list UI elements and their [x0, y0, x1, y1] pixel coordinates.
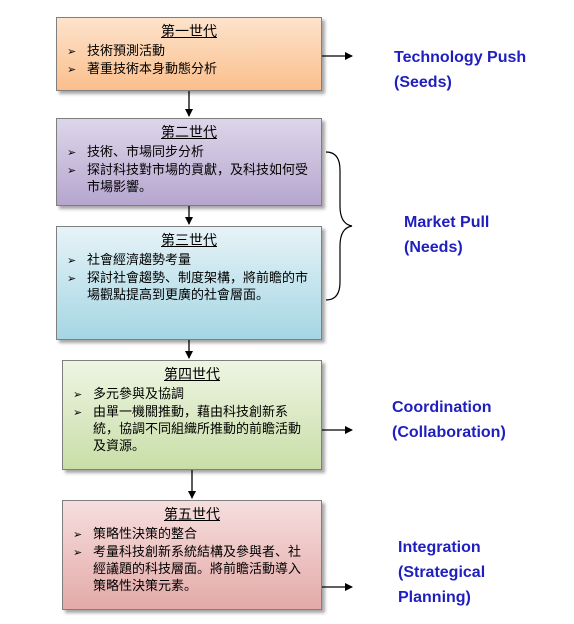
arrowhead-bullet-icon: ➢ [67, 272, 77, 285]
list-item: ➢ 技術、市場同步分析 [67, 145, 205, 160]
generation-title: 第三世代 [161, 233, 217, 249]
arrowhead-bullet-icon: ➢ [73, 528, 83, 541]
arrowhead-bullet-icon: ➢ [67, 164, 77, 177]
grouping-brace [325, 151, 353, 301]
list-item: ➢ 技術預測活動 [67, 44, 166, 59]
generation-title: 第二世代 [161, 125, 217, 141]
arrowhead-bullet-icon: ➢ [67, 146, 77, 159]
list-item: ➢ 策略性決策的整合 [73, 527, 198, 542]
list-item: ➢ 考量科技創新系統結構及參與者、社經議題的科技層面。將前瞻活動導入策略性決策元… [73, 545, 302, 594]
arrowhead-bullet-icon: ➢ [73, 546, 83, 559]
integration-label: Integration (Strategical Planning) [398, 539, 486, 606]
arrowhead-bullet-icon: ➢ [67, 254, 77, 267]
generation-title: 第一世代 [161, 24, 217, 40]
arrowhead-bullet-icon: ➢ [73, 406, 83, 419]
list-item: ➢ 著重技術本身動態分析 [67, 62, 218, 77]
generation-title: 第四世代 [164, 367, 220, 383]
list-item: ➢ 社會經濟趨勢考量 [67, 253, 192, 268]
arrowhead-bullet-icon: ➢ [67, 45, 77, 58]
arrowhead-bullet-icon: ➢ [67, 63, 77, 76]
arrowhead-bullet-icon: ➢ [73, 388, 83, 401]
generation-1-box: 第一世代 ➢ 技術預測活動 ➢ 著重技術本身動態分析 [56, 17, 322, 91]
market-pull-label: Market Pull (Needs) [404, 214, 490, 256]
generation-5-box: 第五世代 ➢ 策略性決策的整合 ➢ 考量科技創新系統結構及參與者、社經議題的科技… [62, 500, 322, 610]
list-item: ➢ 探討社會趨勢、制度架構，將前瞻的市場觀點提高到更廣的社會層面。 [67, 271, 309, 303]
generation-4-box: 第四世代 ➢ 多元參與及協調 ➢ 由單一機關推動，藉由科技創新系統，協調不同組織… [62, 360, 322, 470]
list-item: ➢ 多元參與及協調 [73, 387, 185, 402]
generation-2-box: 第二世代 ➢ 技術、市場同步分析 ➢ 探討科技對市場的貢獻，及科技如何受市場影響… [56, 118, 322, 206]
technology-push-label: Technology Push (Seeds) [394, 49, 527, 91]
generation-title: 第五世代 [164, 507, 220, 523]
coordination-label: Coordination (Collaboration) [392, 399, 506, 441]
list-item: ➢ 探討科技對市場的貢獻，及科技如何受市場影響。 [67, 163, 309, 195]
generation-3-box: 第三世代 ➢ 社會經濟趨勢考量 ➢ 探討社會趨勢、制度架構，將前瞻的市場觀點提高… [56, 226, 322, 340]
list-item: ➢ 由單一機關推動，藉由科技創新系統，協調不同組織所推動的前瞻活動及資源。 [73, 405, 302, 454]
